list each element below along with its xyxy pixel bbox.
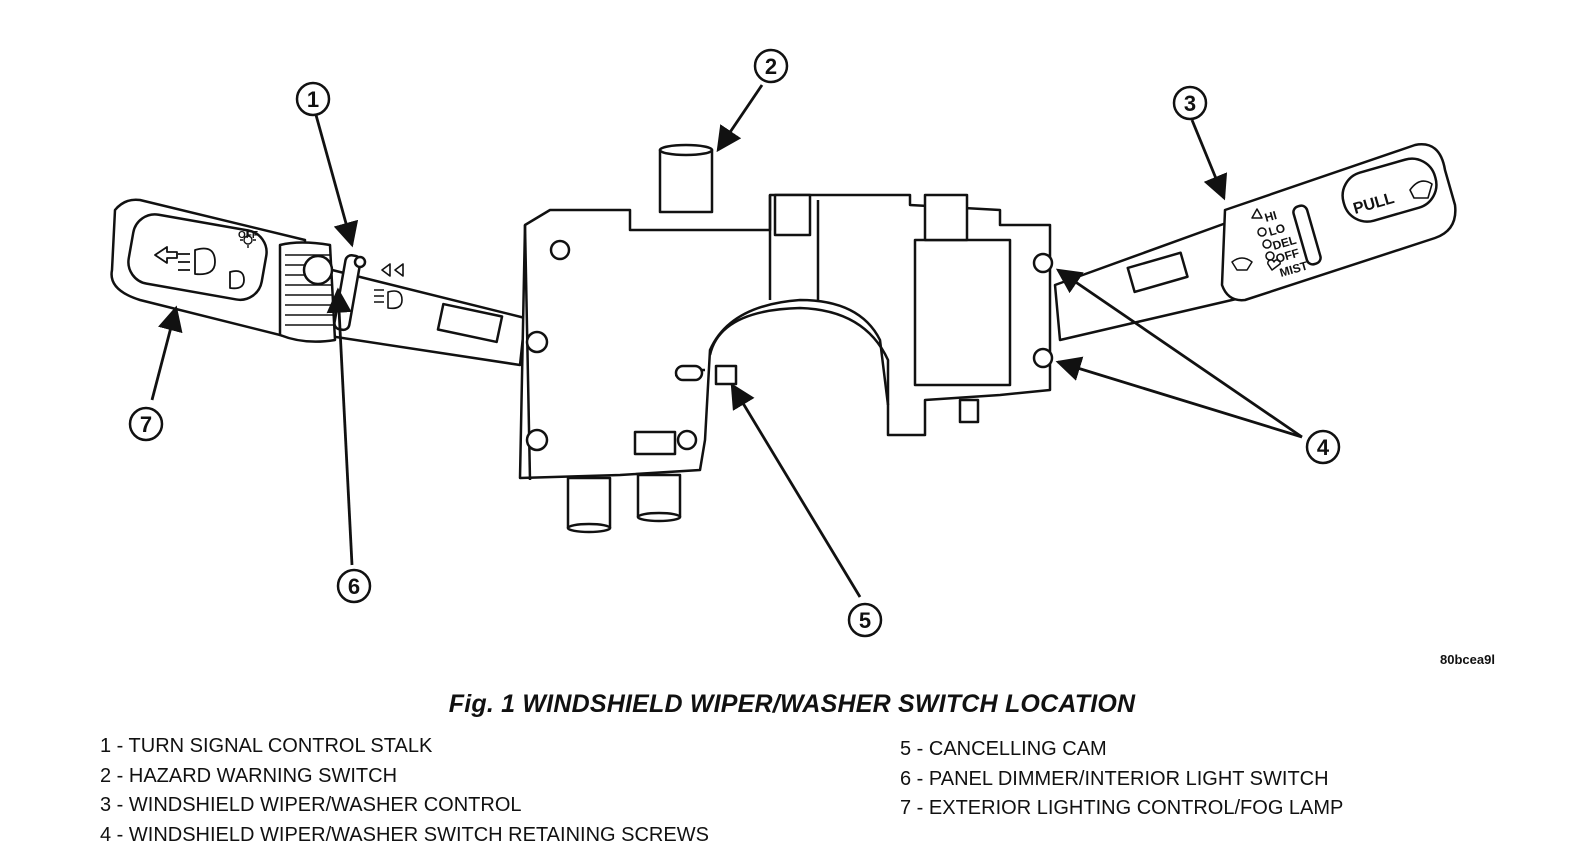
callout-number: 4 bbox=[1317, 435, 1330, 460]
low-beam-icon bbox=[374, 289, 403, 310]
callout-1: 1 bbox=[295, 81, 331, 117]
hazard-warning-switch bbox=[658, 143, 714, 214]
callout-number: 5 bbox=[859, 608, 871, 633]
figure-code: 80bcea9l bbox=[1440, 652, 1495, 667]
callout-arrows bbox=[150, 84, 1303, 598]
park-lamp-icon bbox=[229, 270, 245, 290]
headlamp-arrow-icon bbox=[154, 246, 178, 264]
wiper-position-hi: HI bbox=[1263, 208, 1278, 225]
legend-item: 3 - WINDSHIELD WIPER/WASHER CONTROL bbox=[100, 794, 522, 816]
callout-6: 6 bbox=[336, 568, 372, 604]
legend-item: 1 - TURN SIGNAL CONTROL STALK bbox=[100, 735, 433, 757]
legend-right-column: 5 - CANCELLING CAM 6 - PANEL DIMMER/INTE… bbox=[900, 735, 1343, 824]
legend-item: 4 - WINDSHIELD WIPER/WASHER SWITCH RETAI… bbox=[100, 823, 709, 846]
callout-number: 1 bbox=[307, 87, 319, 112]
legend-item: 7 - EXTERIOR LIGHTING CONTROL/FOG LAMP bbox=[900, 797, 1344, 819]
wiper-washer-stalk bbox=[1053, 143, 1457, 342]
figure-title: Fig. 1 WINDSHIELD WIPER/WASHER SWITCH LO… bbox=[448, 690, 1136, 718]
callout-5: 5 bbox=[847, 602, 883, 638]
callout-number: 2 bbox=[765, 54, 777, 79]
wiper-position-off: OFF bbox=[1274, 246, 1301, 266]
callout-number: 3 bbox=[1184, 91, 1196, 116]
callout-4: 4 bbox=[1305, 429, 1341, 465]
legend-item: 5 - CANCELLING CAM bbox=[900, 738, 1107, 760]
wiper-icon bbox=[1409, 180, 1433, 199]
sun-icon bbox=[240, 232, 256, 248]
legend-left-column: 1 - TURN SIGNAL CONTROL STALK 2 - HAZARD… bbox=[100, 732, 709, 850]
callout-3: 3 bbox=[1172, 85, 1208, 121]
callout-number: 7 bbox=[140, 412, 152, 437]
turn-signal-stalk bbox=[110, 198, 527, 367]
callout-2: 2 bbox=[753, 48, 789, 84]
callout-7: 7 bbox=[128, 406, 164, 442]
fog-lamp-icon bbox=[178, 247, 216, 276]
switch-assembly-drawing: PULL HI LO DEL OFF MIST OFF 1 2 3 4 5 6 … bbox=[110, 48, 1457, 638]
wiper-position-lo: LO bbox=[1267, 221, 1287, 239]
light-off-label: OFF bbox=[238, 230, 258, 241]
turn-arrows-icon bbox=[381, 263, 404, 277]
switch-body bbox=[518, 193, 1054, 534]
legend-item: 2 - HAZARD WARNING SWITCH bbox=[100, 764, 398, 787]
callout-number: 6 bbox=[348, 574, 360, 599]
wiper-position-del: DEL bbox=[1271, 233, 1298, 253]
legend-item: 6 - PANEL DIMMER/INTERIOR LIGHT SWITCH bbox=[900, 767, 1329, 790]
